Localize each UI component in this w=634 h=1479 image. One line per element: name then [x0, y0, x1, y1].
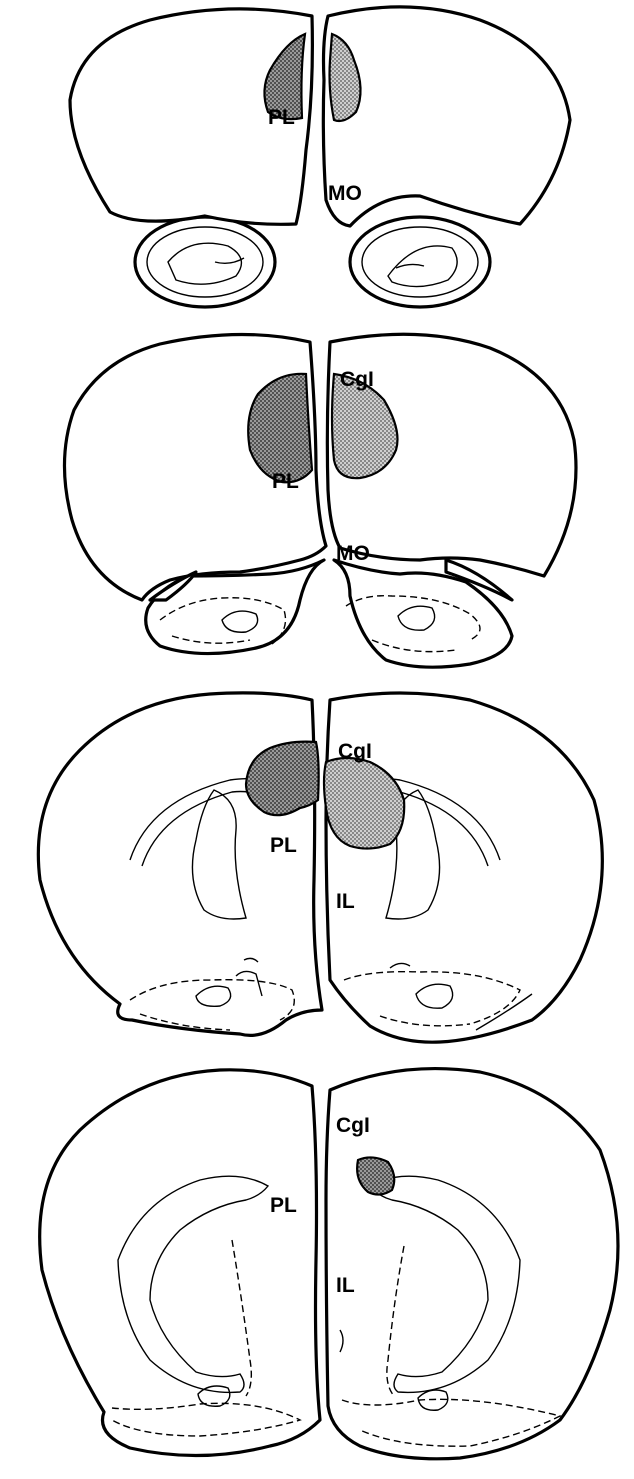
- label-mo: MO: [328, 182, 362, 205]
- label-cgi: CgI: [338, 740, 372, 763]
- section-1: PL MO: [70, 7, 570, 307]
- ventral-lobe-right: [334, 560, 512, 667]
- olfactory-bulb-right: [350, 217, 490, 307]
- section-2: CgI PL MO: [64, 334, 576, 667]
- hemisphere-left: [40, 1070, 320, 1456]
- label-cgi: CgI: [336, 1114, 370, 1137]
- label-mo: MO: [336, 542, 370, 565]
- label-pl: PL: [272, 470, 299, 493]
- label-cgi: CgI: [340, 368, 374, 391]
- olfactory-bulb-left: [135, 217, 275, 307]
- label-pl: PL: [268, 106, 295, 129]
- label-pl: PL: [270, 834, 297, 857]
- label-il: IL: [336, 890, 355, 913]
- label-pl: PL: [270, 1194, 297, 1217]
- label-il: IL: [336, 1274, 355, 1297]
- section-3: CgI PL IL: [38, 693, 602, 1042]
- section-4: CgI PL IL: [40, 1069, 618, 1459]
